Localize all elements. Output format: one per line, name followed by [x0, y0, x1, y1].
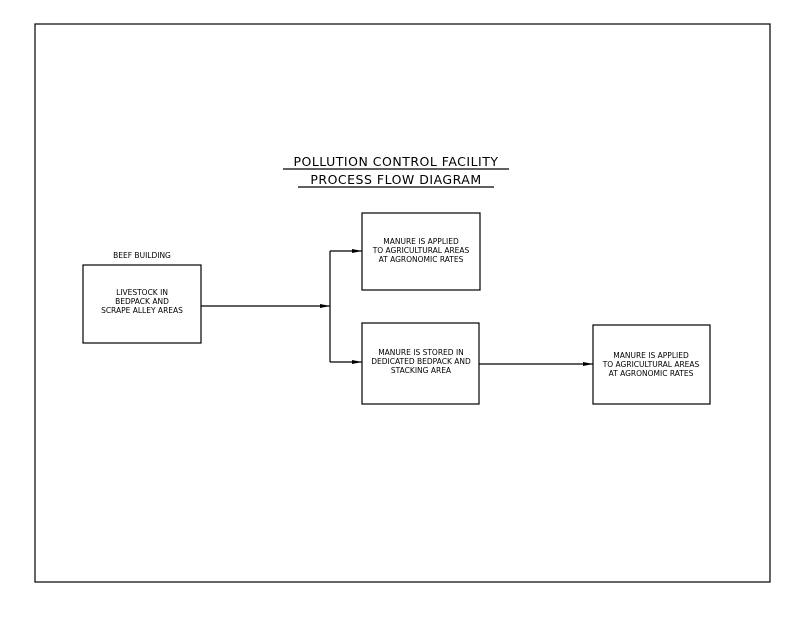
- node-text: SCRAPE ALLEY AREAS: [101, 306, 183, 315]
- node-text: BEDPACK AND: [115, 297, 169, 306]
- node-text: STACKING AREA: [391, 366, 452, 375]
- drawing-border: [34, 23, 771, 583]
- node-text: TO AGRICULTURAL AREAS: [602, 360, 700, 369]
- node-text: MANURE IS APPLIED: [613, 351, 689, 360]
- node-text: LIVESTOCK IN: [116, 288, 168, 297]
- node-manure-applied-after-storage: MANURE IS APPLIED TO AGRICULTURAL AREAS …: [592, 324, 711, 405]
- beef-building-label: BEEF BUILDING: [113, 251, 171, 260]
- node-text: MANURE IS APPLIED: [383, 237, 459, 246]
- node-text: TO AGRICULTURAL AREAS: [372, 246, 470, 255]
- title-line-2: PROCESS FLOW DIAGRAM: [310, 172, 481, 187]
- node-beef-building: LIVESTOCK IN BEDPACK AND SCRAPE ALLEY AR…: [82, 264, 202, 344]
- node-text: AT AGRONOMIC RATES: [379, 255, 464, 264]
- node-text: AT AGRONOMIC RATES: [609, 369, 694, 378]
- title-line-1: POLLUTION CONTROL FACILITY: [293, 154, 498, 169]
- node-text: DEDICATED BEDPACK AND: [371, 357, 471, 366]
- node-manure-stored: MANURE IS STORED IN DEDICATED BEDPACK AN…: [361, 322, 480, 405]
- node-manure-applied-direct: MANURE IS APPLIED TO AGRICULTURAL AREAS …: [361, 212, 481, 291]
- node-text: MANURE IS STORED IN: [378, 348, 464, 357]
